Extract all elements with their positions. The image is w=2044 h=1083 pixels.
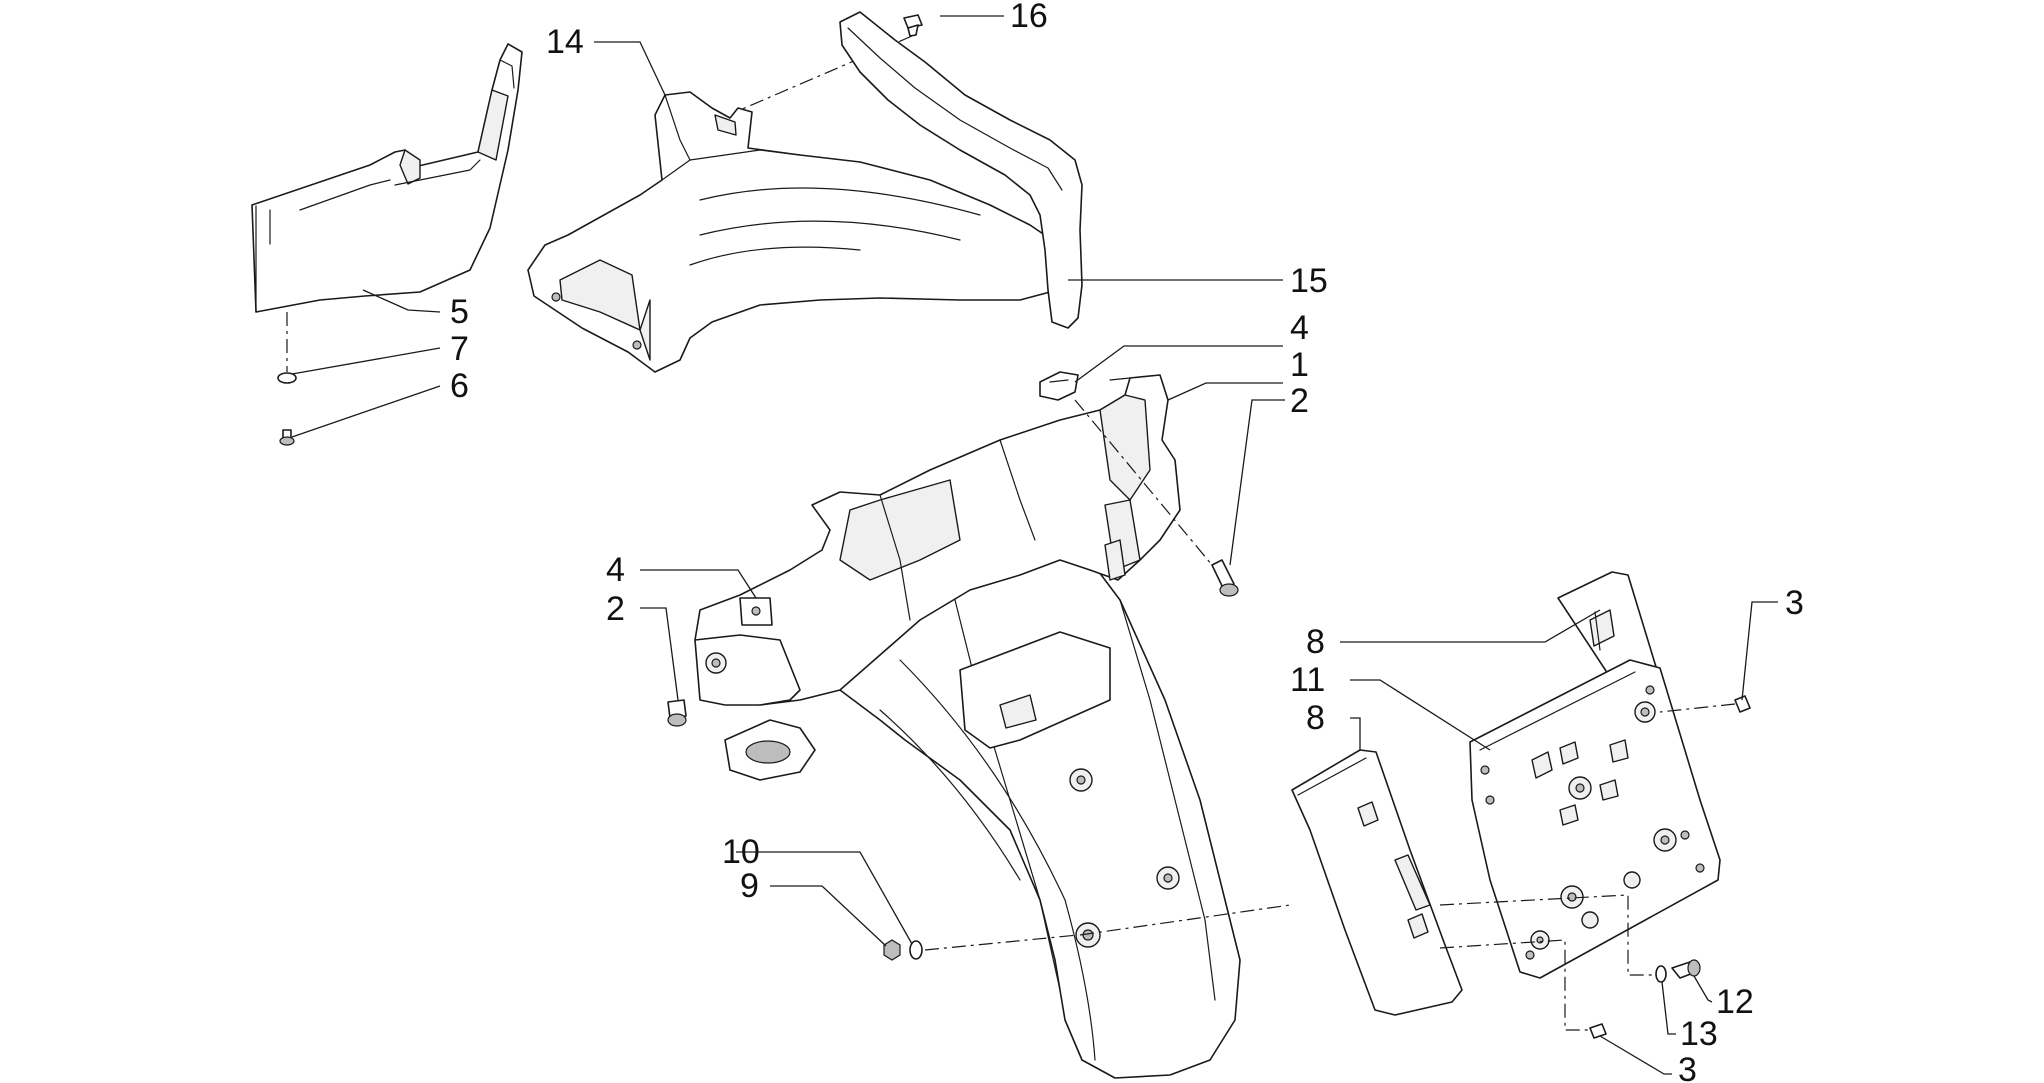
callout-6: 6 [450,367,469,405]
callout-11: 11 [1290,661,1325,699]
leader-lines [291,15,1778,1075]
callout-7: 7 [450,330,469,368]
part-14-inner-mudguard [527,91,1061,373]
callout-13: 13 [1680,1015,1718,1053]
axis-line-plate-2 [1439,894,1655,976]
part-16-screw [903,14,923,37]
part-5-side-cover [251,43,523,313]
axis-line-plate-1 [1079,904,1291,936]
part-13-washer [1655,965,1667,983]
callout-10: 10 [722,833,760,871]
callout-labels: 16 14 15 5 7 6 4 1 2 4 2 3 8 11 8 10 9 1… [450,0,1804,1083]
callout-9: 9 [740,867,759,905]
callout-3-upper: 3 [1785,584,1804,622]
part-4-clip-lower [739,597,773,626]
callout-16: 16 [1010,0,1048,35]
part-11-plate-holder [1469,659,1721,979]
axis-line-3-upper [1659,703,1736,713]
part-1-rear-fender [694,374,1241,1079]
part-12-screw [1671,959,1701,979]
axis-line-9-10 [924,934,1079,951]
callout-5: 5 [450,293,469,331]
part-9-nut [883,939,901,961]
callout-2-upper: 2 [1290,382,1309,420]
part-3-screw-lower [1589,1023,1607,1039]
part-6-screw [279,429,295,446]
part-4-clip-upper [1039,371,1079,401]
part-7-washer [277,372,297,384]
callout-2-lower: 2 [606,590,625,628]
part-15-strip [839,11,1083,329]
axis-line-plate-3 [1439,939,1590,1031]
part-10-washer [909,940,923,960]
part-2-screw-lower [667,699,687,727]
axis-line-1-2 [1074,399,1213,566]
part-8-pad-front [1291,749,1463,1016]
callout-8-rear: 8 [1306,623,1325,661]
callout-14: 14 [546,23,584,61]
part-2-screw-upper [1211,559,1239,597]
callout-4-lower: 4 [606,551,625,589]
callout-8-front: 8 [1306,699,1325,737]
callout-4-upper: 4 [1290,309,1309,347]
callout-1: 1 [1290,346,1309,384]
callout-3-lower: 3 [1678,1051,1697,1083]
callout-12: 12 [1716,983,1754,1021]
callout-15: 15 [1290,262,1328,300]
